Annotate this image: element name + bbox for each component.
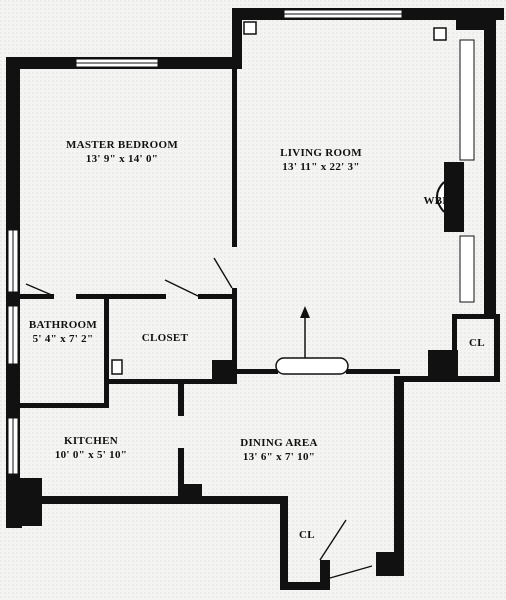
column-closet bbox=[212, 360, 237, 384]
kitchen-name: KITCHEN bbox=[63, 435, 119, 447]
label-master-bedroom: MASTER BEDROOM 13' 9" x 14' 0" bbox=[52, 138, 192, 166]
wall-bottom bbox=[6, 496, 286, 504]
label-fireplace: WBFP bbox=[418, 194, 462, 208]
wall-closet-jamb bbox=[320, 560, 330, 590]
fireplace-name: WBFP bbox=[423, 195, 457, 207]
kitchen-dims: 10' 0" x 5' 10" bbox=[54, 449, 128, 461]
wall-kitchen-top bbox=[178, 384, 184, 416]
wall-living-bottom-r bbox=[346, 369, 400, 374]
closet-right-name: CL bbox=[469, 337, 485, 349]
entry-threshold bbox=[275, 357, 349, 375]
label-closet: CLOSET bbox=[130, 331, 200, 345]
wall-bath-bottom bbox=[20, 403, 109, 408]
label-closet-bottom: CL bbox=[292, 528, 322, 542]
window-right-2 bbox=[459, 235, 475, 303]
wall-cl-left bbox=[452, 314, 457, 374]
wall-partition-lower bbox=[232, 288, 237, 373]
wall-cl-top bbox=[452, 314, 496, 319]
wall-bath-top bbox=[76, 294, 166, 299]
wall-step bbox=[232, 8, 242, 69]
dining-area-dims: 13' 6" x 7' 10" bbox=[242, 451, 316, 463]
door-bathroom bbox=[25, 283, 55, 297]
wall-bath-closet bbox=[104, 294, 109, 408]
door-bedroom bbox=[213, 257, 233, 289]
label-dining-area: DINING AREA 13' 6" x 7' 10" bbox=[214, 436, 344, 464]
bathroom-name: BATHROOM bbox=[28, 319, 98, 331]
wall-right bbox=[484, 8, 496, 314]
closet-bottom-name: CL bbox=[299, 529, 315, 541]
bathroom-dims: 5' 4" x 7' 2" bbox=[32, 333, 94, 345]
corner-box-right bbox=[433, 27, 447, 41]
wall-cl-right bbox=[494, 314, 500, 380]
label-kitchen: KITCHEN 10' 0" x 5' 10" bbox=[36, 434, 146, 462]
dining-area-name: DINING AREA bbox=[240, 437, 318, 449]
wall-closet-left bbox=[280, 496, 288, 590]
living-room-name: LIVING ROOM bbox=[280, 147, 362, 159]
master-bedroom-name: MASTER BEDROOM bbox=[65, 139, 179, 151]
corner-box-left bbox=[243, 21, 257, 35]
living-room-dims: 13' 11" x 22' 3" bbox=[282, 161, 360, 173]
closet-name: CLOSET bbox=[141, 332, 189, 344]
door-closet-low bbox=[319, 519, 347, 561]
label-bathroom: BATHROOM 5' 4" x 7' 2" bbox=[20, 318, 106, 346]
master-bedroom-dims: 13' 9" x 14' 0" bbox=[85, 153, 159, 165]
wall-bath-top-left bbox=[20, 294, 54, 299]
label-closet-right: CL bbox=[462, 336, 492, 350]
door-dining-cl bbox=[329, 565, 373, 579]
fireplace-chimney bbox=[444, 162, 464, 232]
wall-dining-right bbox=[394, 376, 404, 576]
wall-closet-bottom bbox=[109, 379, 237, 384]
corner-bl bbox=[6, 512, 22, 528]
wall-partition bbox=[232, 69, 237, 247]
wall-closet-bottom-low bbox=[280, 582, 330, 590]
window-right-1 bbox=[459, 39, 475, 161]
walls bbox=[6, 8, 504, 590]
wall-cl-bottom bbox=[394, 376, 500, 382]
door-closet bbox=[164, 279, 199, 297]
wall-kitchen-bottom bbox=[178, 448, 184, 500]
fireplace-opening bbox=[436, 181, 445, 213]
column-dining bbox=[376, 552, 400, 576]
wall-top-right-return bbox=[456, 20, 484, 30]
door-swings bbox=[25, 257, 373, 579]
wall-closet-top bbox=[198, 294, 236, 299]
wall-living-bottom-l bbox=[237, 369, 278, 374]
column-cl bbox=[428, 350, 458, 376]
label-living-room: LIVING ROOM 13' 11" x 22' 3" bbox=[256, 146, 386, 174]
windows bbox=[7, 9, 475, 475]
closet-small-box bbox=[111, 359, 123, 375]
